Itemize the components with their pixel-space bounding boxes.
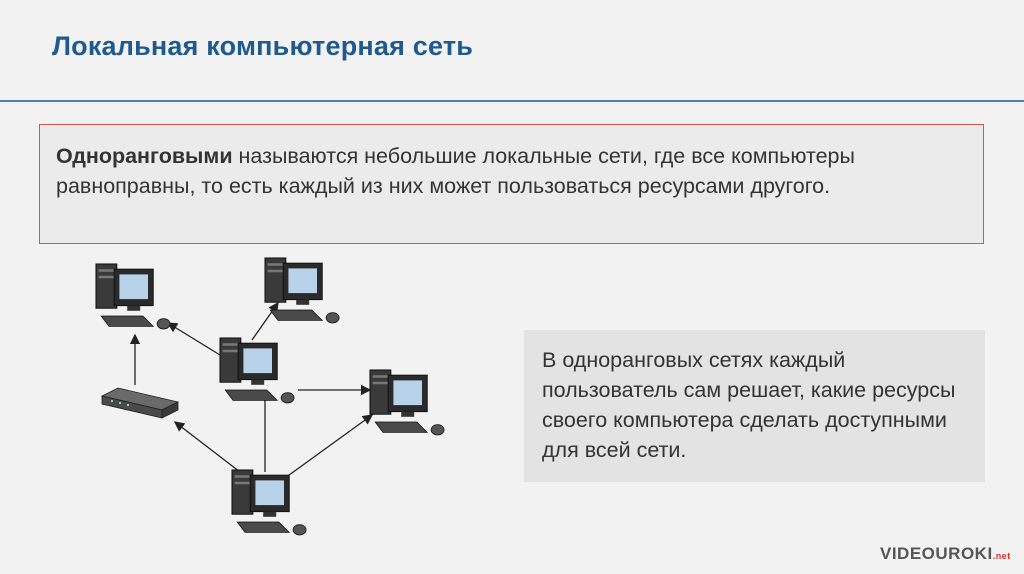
computer-icon bbox=[95, 263, 171, 330]
header-divider bbox=[0, 100, 1024, 102]
logo-text: VIDEOUROKI bbox=[880, 544, 993, 563]
computer-icon bbox=[264, 257, 340, 324]
definition-term: Одноранговыми bbox=[56, 144, 233, 168]
slide-header: Локальная компьютерная сеть bbox=[0, 0, 1024, 100]
computer-icon bbox=[231, 469, 307, 536]
definition-body: называются небольшие локальные сети, где… bbox=[56, 144, 855, 198]
computer-icon bbox=[219, 337, 295, 404]
definition-text: Одноранговыми называются небольшие локал… bbox=[56, 141, 956, 201]
network-switch-icon bbox=[100, 387, 180, 419]
connection-lines bbox=[129, 301, 374, 479]
info-box: В одноранговых сетях каждый пользователь… bbox=[524, 330, 985, 482]
brand-logo: VIDEOUROKI.net bbox=[880, 544, 1011, 564]
logo-suffix: .net bbox=[992, 551, 1011, 561]
network-diagram bbox=[95, 257, 445, 536]
computer-icon bbox=[369, 369, 445, 436]
info-text: В одноранговых сетях каждый пользователь… bbox=[542, 348, 956, 462]
definition-box: Одноранговыми называются небольшие локал… bbox=[39, 124, 984, 244]
slide-title: Локальная компьютерная сеть bbox=[52, 31, 474, 61]
